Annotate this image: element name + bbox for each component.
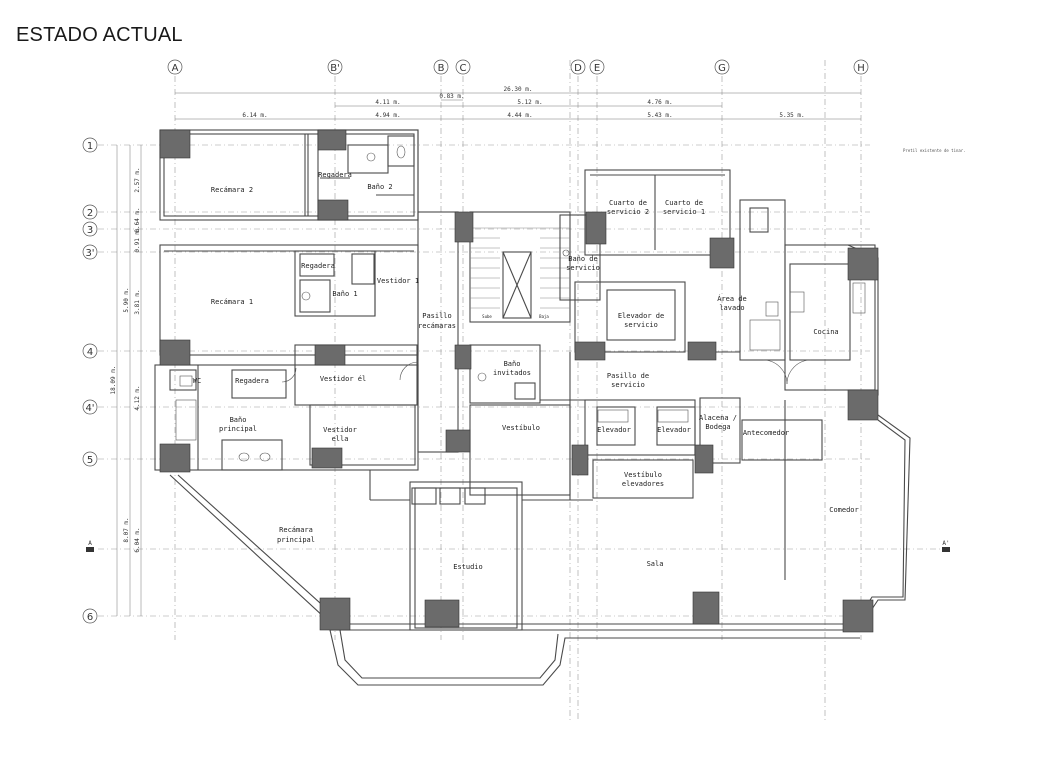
room-sala: Sala xyxy=(647,560,664,568)
dim-r3-4: 5.43 m. xyxy=(647,112,672,119)
dim-total-width: 26.30 m. xyxy=(504,86,533,93)
room-bano-invitados-2: invitados xyxy=(493,369,531,377)
section-mark-a-prime-symbol xyxy=(942,547,950,552)
grid-label-col-6: E xyxy=(594,63,600,74)
grid-label-col-4: C xyxy=(460,63,467,74)
room-recamara-principal-1: Recámara xyxy=(279,526,313,534)
section-markers: A A' xyxy=(86,540,950,552)
dim-part-2: 0.64 m. xyxy=(134,207,141,232)
dim-r3-3: 4.44 m. xyxy=(507,112,532,119)
room-estudio: Estudio xyxy=(453,563,483,571)
room-bano-1: Baño 1 xyxy=(332,290,357,298)
dim-r2-1: 4.11 m. xyxy=(375,99,400,106)
room-elevador-b: Elevador xyxy=(657,426,691,434)
room-regadera-2: Regadera xyxy=(318,171,352,179)
room-area-lavado-2: lavado xyxy=(719,304,744,312)
dim-r3-1: 6.14 m. xyxy=(242,112,267,119)
grid-label-row-8: 6 xyxy=(87,612,93,623)
dim-r3-2: 4.94 m. xyxy=(375,112,400,119)
room-vestidor-1: Vestidor 1 xyxy=(377,277,419,285)
grid-label-col-8: H xyxy=(857,63,865,74)
room-vestibulo: Vestíbulo xyxy=(502,424,540,432)
grid-label-row-7: 5 xyxy=(87,455,93,466)
grid-label-row-4: 3' xyxy=(85,248,94,259)
room-labels: Recámara 2 Regadera Baño 2 Regadera Baño… xyxy=(193,171,859,571)
room-pasillo-recamaras-2: recámaras xyxy=(418,322,456,330)
room-bano-servicio-1: Baño de xyxy=(568,255,598,263)
room-pasillo-recamaras-1: Pasillo xyxy=(422,312,452,320)
section-mark-a: A xyxy=(88,540,92,547)
room-bano-invitados-1: Baño xyxy=(504,360,521,368)
dim-sub-1: 5.90 m. xyxy=(123,287,130,312)
room-recamara-1: Recámara 1 xyxy=(211,298,253,306)
room-recamara-principal-2: principal xyxy=(277,536,315,544)
room-vestibulo-elevadores-1: Vestíbulo xyxy=(624,471,662,479)
dim-r2-3: 4.76 m. xyxy=(647,99,672,106)
grid-label-col-1: A xyxy=(172,63,179,74)
dim-sub-2: 8.07 m. xyxy=(123,517,130,542)
dim-part-1: 2.57 m. xyxy=(134,167,141,192)
room-cuarto-servicio-1-2: servicio 1 xyxy=(663,208,705,216)
room-bano-principal-2: principal xyxy=(219,425,257,433)
room-vestidor-ella-1: Vestidor xyxy=(323,426,357,434)
grid-label-row-6: 4' xyxy=(85,403,94,414)
grid-label-col-3: B xyxy=(438,63,445,74)
dim-b-c: 0.83 m. xyxy=(439,93,464,100)
room-regadera-1: Regadera xyxy=(301,262,335,270)
room-elevador-servicio-2: servicio xyxy=(624,321,658,329)
room-cuarto-servicio-2-1: Cuarto de xyxy=(609,199,647,207)
dimensions-top: 26.30 m. 0.83 m. 4.11 m. 5.12 m. 4.76 m.… xyxy=(242,86,804,119)
page-title: ESTADO ACTUAL xyxy=(16,24,183,46)
fixtures xyxy=(175,145,866,462)
note-pretil: Pretil existente de tinar. xyxy=(903,148,966,153)
walls xyxy=(154,129,911,686)
grid-label-row-3: 3 xyxy=(87,225,93,236)
room-alacena-1: Alacena / xyxy=(699,414,737,422)
dim-part-6: 6.04 m. xyxy=(134,527,141,552)
room-pasillo-servicio-1: Pasillo de xyxy=(607,372,649,380)
room-elevador-a: Elevador xyxy=(597,426,631,434)
room-cuarto-servicio-1-1: Cuarto de xyxy=(665,199,703,207)
grid-label-col-5: D xyxy=(574,63,582,74)
grid-axis-left: 1 2 3 3' 4 4' 5 6 xyxy=(82,137,98,624)
dim-part-5: 4.12 m. xyxy=(134,385,141,410)
dim-total-height: 18.09 m. xyxy=(110,366,117,395)
dimension-lines xyxy=(116,92,861,616)
room-wc: WC xyxy=(193,377,201,385)
stairs-sube: Sube xyxy=(482,314,492,319)
room-bano-principal-1: Baño xyxy=(230,416,247,424)
room-regadera-principal: Regadera xyxy=(235,377,269,385)
section-mark-a-prime: A' xyxy=(942,540,949,547)
room-vestidor-ella-2: ella xyxy=(332,435,349,443)
grid-label-row-2: 2 xyxy=(87,208,93,219)
dim-r3-5: 5.35 m. xyxy=(779,112,804,119)
room-vestibulo-elevadores-2: elevadores xyxy=(622,480,664,488)
dim-part-3: 0.91 m. xyxy=(134,227,141,252)
room-pasillo-servicio-2: servicio xyxy=(611,381,645,389)
room-comedor: Comedor xyxy=(829,506,859,514)
grid-axis-top: A B' B C D E G H xyxy=(167,59,869,75)
room-alacena-2: Bodega xyxy=(705,423,730,431)
columns xyxy=(159,129,879,633)
grid-label-col-7: G xyxy=(718,63,726,74)
grid-label-row-5: 4 xyxy=(87,347,93,358)
room-recamara-2: Recámara 2 xyxy=(211,186,253,194)
room-elevador-servicio-1: Elevador de xyxy=(618,312,664,320)
room-bano-servicio-2: servicio xyxy=(566,264,600,272)
room-area-lavado-1: Área de xyxy=(717,294,747,303)
dim-part-4: 3.81 m. xyxy=(134,289,141,314)
dim-r2-2: 5.12 m. xyxy=(517,99,542,106)
dimensions-left: 18.09 m. 5.90 m. 8.07 m. 2.57 m. 0.64 m.… xyxy=(110,167,141,552)
section-mark-a-symbol xyxy=(86,547,94,552)
grid-label-row-1: 1 xyxy=(87,141,93,152)
room-vestidor-el: Vestidor él xyxy=(320,375,366,383)
room-antecomedor: Antecomedor xyxy=(743,429,789,437)
stairs-baja: Baja xyxy=(539,314,549,319)
room-bano-2: Baño 2 xyxy=(367,183,392,191)
room-cuarto-servicio-2-2: servicio 2 xyxy=(607,208,649,216)
room-cocina: Cocina xyxy=(813,328,838,336)
grid-label-col-2: B' xyxy=(330,63,340,74)
